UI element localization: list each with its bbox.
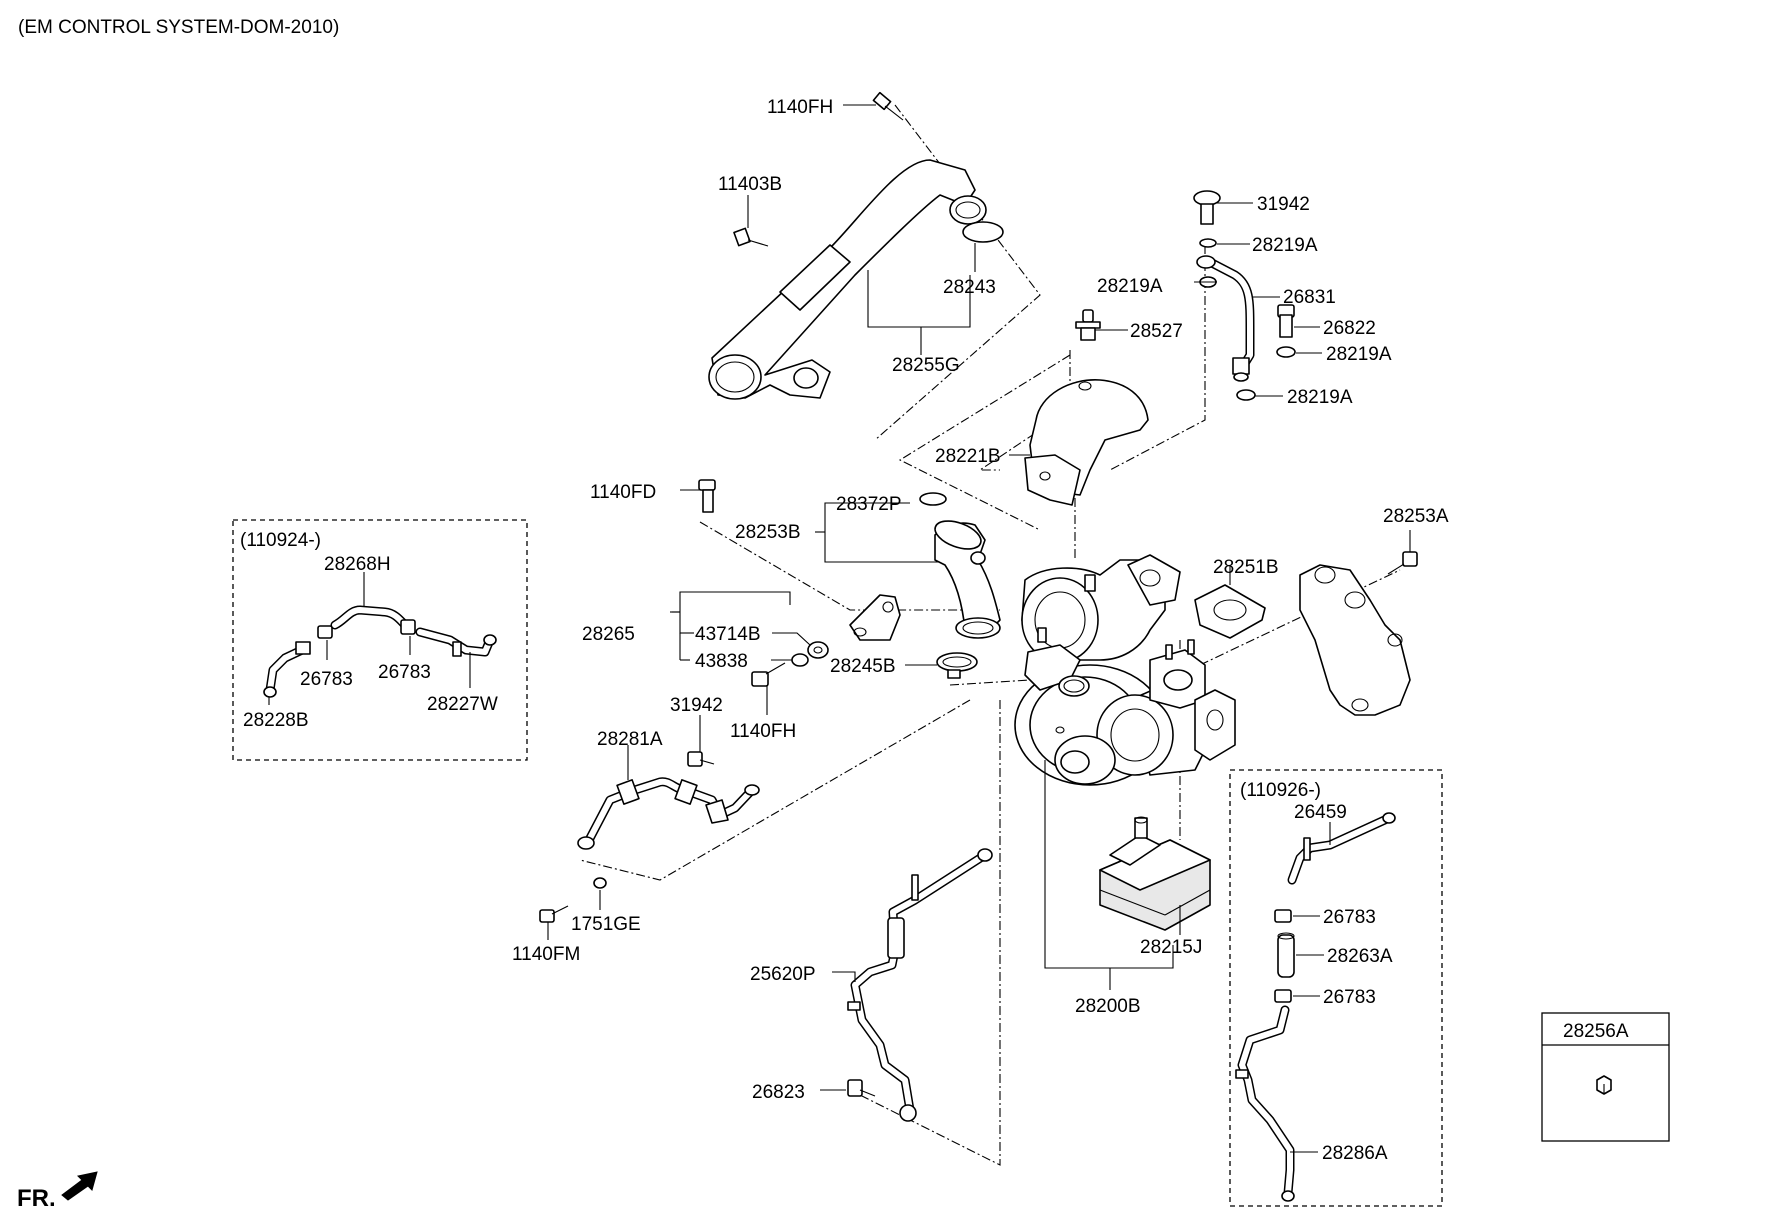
intake-elbow-28253B[interactable]: [931, 516, 1001, 639]
label-28219A-1: 28219A: [1252, 235, 1318, 256]
label-1140FM: 1140FM: [512, 944, 580, 965]
label-26783-left-a: 26783: [300, 669, 353, 690]
bracket-28265[interactable]: [849, 594, 901, 641]
clamp-26783-right-a[interactable]: [1274, 909, 1292, 923]
pipe-28228B[interactable]: [263, 641, 311, 698]
label-28219A-4: 28219A: [1287, 387, 1353, 408]
bracket-28253A[interactable]: [1299, 564, 1411, 716]
washer-28219A-4[interactable]: [1236, 389, 1256, 401]
label-26831: 26831: [1283, 287, 1336, 308]
label-28200B: 28200B: [1075, 996, 1141, 1017]
washer-28219A-3[interactable]: [1276, 346, 1296, 358]
bolt-11403B[interactable]: [733, 227, 769, 247]
washer-28219A-1[interactable]: [1199, 238, 1217, 248]
hose-28263A[interactable]: [1277, 932, 1295, 978]
oil-feed-pipe-25620P[interactable]: [847, 848, 993, 1122]
label-28527: 28527: [1130, 321, 1183, 342]
hose-clamp-28245B[interactable]: [936, 652, 978, 679]
bolt-1140FM[interactable]: [539, 905, 569, 923]
gasket-28251B[interactable]: [1194, 584, 1266, 639]
label-11403B: 11403B: [718, 174, 782, 195]
label-28281A: 28281A: [597, 729, 663, 750]
bolt-26823[interactable]: [847, 1079, 876, 1097]
washer-43838[interactable]: [791, 653, 809, 667]
clamp-26783-left-b[interactable]: [400, 619, 416, 635]
label-26822: 26822: [1323, 318, 1376, 339]
bolt-1140FH-top[interactable]: [872, 91, 904, 121]
o-ring-28372P[interactable]: [919, 492, 947, 506]
label-28215J: 28215J: [1140, 937, 1202, 958]
label-28256A: 28256A: [1563, 1021, 1629, 1042]
pipe-28227W[interactable]: [415, 627, 497, 657]
oil-feed-pipe-26831[interactable]: [1196, 255, 1255, 382]
turbocharger-assembly[interactable]: [1014, 554, 1236, 786]
bolt-1140FH-mid[interactable]: [751, 662, 786, 687]
front-arrow-icon: [61, 1171, 98, 1201]
label-26459: 26459: [1294, 802, 1347, 823]
label-28228B: 28228B: [243, 710, 309, 731]
bolt-31942-top[interactable]: [1193, 190, 1221, 225]
variant-left-range: (110924-): [240, 530, 321, 551]
label-28286A: 28286A: [1322, 1143, 1388, 1164]
label-28219A-2: 28219A: [1097, 276, 1163, 297]
assembly-guide-lines: [579, 104, 1401, 1166]
front-direction-indicator: FR.: [17, 1171, 98, 1211]
spacer-43714B[interactable]: [807, 641, 829, 659]
label-28255G: 28255G: [892, 355, 960, 376]
label-26783-left-b: 26783: [378, 662, 431, 683]
clamp-26783-left-a[interactable]: [317, 625, 333, 639]
actuator-28215J[interactable]: [1099, 816, 1211, 931]
part-box-28256A[interactable]: 28256A: [1541, 1012, 1670, 1142]
label-1751GE: 1751GE: [571, 914, 641, 935]
label-26783-right-b: 26783: [1323, 987, 1376, 1008]
gasket-1751GE[interactable]: [593, 877, 607, 889]
variant-box-110926: (110926-) 26459 26783 28263A 26783 28286…: [1229, 769, 1443, 1207]
label-28253A: 28253A: [1383, 506, 1449, 527]
label-28245B: 28245B: [830, 656, 896, 677]
label-28265: 28265: [582, 624, 635, 645]
label-28221B: 28221B: [935, 446, 1001, 467]
nut-28256A: [1596, 1075, 1612, 1095]
o-ring-28243[interactable]: [962, 221, 1004, 243]
intake-hose-28255G[interactable]: [708, 159, 987, 400]
hose-28268H[interactable]: [330, 605, 410, 630]
variant-box-110924: (110924-) 28268H 26783 26783: [232, 519, 528, 761]
label-28268H: 28268H: [324, 554, 391, 575]
label-28243: 28243: [943, 277, 996, 298]
diagram-title: (EM CONTROL SYSTEM-DOM-2010): [18, 17, 339, 38]
bolt-28527[interactable]: [1075, 309, 1101, 341]
label-28219A-3: 28219A: [1326, 344, 1392, 365]
label-1140FH-mid: 1140FH: [730, 721, 796, 742]
label-43838: 43838: [695, 651, 748, 672]
variant-right-range: (110926-): [1240, 780, 1321, 801]
heat-shield-28221B[interactable]: [1024, 379, 1149, 506]
label-1140FH-top: 1140FH: [767, 97, 833, 118]
label-43714B: 43714B: [695, 624, 761, 645]
label-28253B: 28253B: [735, 522, 801, 543]
label-31942-mid: 31942: [670, 695, 723, 716]
pipe-28286A[interactable]: [1235, 1005, 1295, 1202]
front-label: FR.: [17, 1185, 56, 1211]
label-28251B: 28251B: [1213, 557, 1279, 578]
label-1140FD: 1140FD: [590, 482, 656, 503]
bolt-26822[interactable]: [1277, 304, 1295, 338]
label-25620P: 25620P: [750, 964, 816, 985]
bolt-28253A[interactable]: [1387, 551, 1418, 575]
label-28227W: 28227W: [427, 694, 498, 715]
label-26783-right-a: 26783: [1323, 907, 1376, 928]
clamp-26783-right-b[interactable]: [1274, 989, 1292, 1003]
pipe-26459[interactable]: [1287, 812, 1396, 885]
bolt-1140FD[interactable]: [698, 479, 716, 513]
oil-return-pipe-28281A[interactable]: [577, 777, 760, 850]
label-26823: 26823: [752, 1082, 805, 1103]
label-28263A: 28263A: [1327, 946, 1393, 967]
label-28372P: 28372P: [836, 494, 902, 515]
label-31942-top: 31942: [1257, 194, 1310, 215]
bolt-31942-mid[interactable]: [687, 751, 715, 767]
